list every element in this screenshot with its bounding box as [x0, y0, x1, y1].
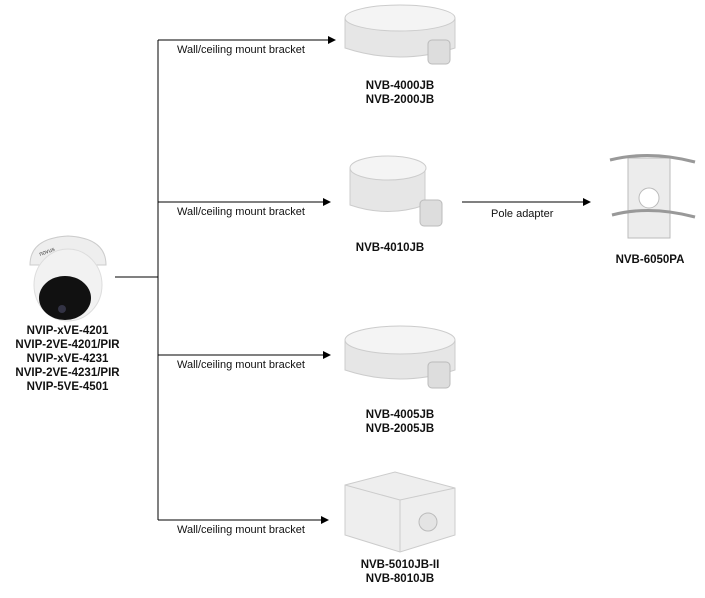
model: NVB-4005JB	[365, 409, 435, 421]
camera-model: NVIP-xVE-4231	[26, 353, 109, 365]
camera-model: NVIP-2VE-4201/PIR	[15, 339, 120, 351]
bracket-models-2: NVB-4010JB	[330, 241, 450, 255]
camera-model: NVIP-2VE-4231/PIR	[15, 367, 120, 379]
model: NVB-8010JB	[365, 573, 435, 585]
edge-label: Wall/ceiling mount bracket	[177, 44, 305, 56]
junction-box-image-4	[344, 471, 456, 553]
camera-model: NVIP-5VE-4501	[26, 381, 109, 393]
model: NVB-2000JB	[365, 94, 435, 106]
edge-label: Wall/ceiling mount bracket	[177, 524, 305, 536]
bracket-models-4: NVB-5010JB-II NVB-8010JB	[340, 558, 460, 586]
model: NVB-4010JB	[355, 242, 425, 254]
svg-text:novus: novus	[39, 247, 56, 258]
camera-model: NVIP-xVE-4201	[26, 325, 109, 337]
bracket-models-1: NVB-4000JB NVB-2000JB	[340, 79, 460, 107]
model: NVB-6050PA	[615, 254, 685, 266]
pole-adapter-models: NVB-6050PA	[590, 253, 705, 267]
junction-box-image-3	[344, 325, 456, 389]
model: NVB-4000JB	[365, 80, 435, 92]
bracket-models-3: NVB-4005JB NVB-2005JB	[340, 408, 460, 436]
junction-box-image-1	[344, 4, 456, 65]
edge-label-pole: Pole adapter	[491, 208, 554, 220]
camera-models: NVIP-xVE-4201 NVIP-2VE-4201/PIR NVIP-xVE…	[0, 324, 135, 394]
model: NVB-2005JB	[365, 423, 435, 435]
junction-box-image-2	[349, 155, 443, 227]
model: NVB-5010JB-II	[360, 559, 440, 571]
pole-adapter-image	[609, 154, 696, 239]
edge-label: Wall/ceiling mount bracket	[177, 359, 305, 371]
edge-label: Wall/ceiling mount bracket	[177, 206, 305, 218]
dome-camera-image: novus	[29, 235, 107, 322]
